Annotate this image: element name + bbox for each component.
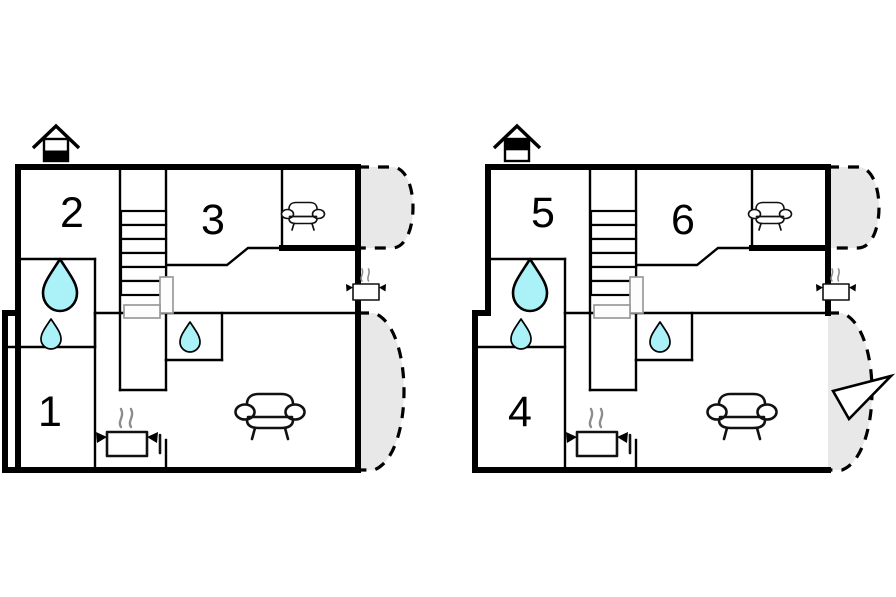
- sofa-icon-lower: [234, 392, 306, 441]
- terrace-arch-upper: [358, 165, 415, 250]
- room-number-4: 4: [508, 388, 532, 436]
- sofa-icon-upper: [280, 201, 326, 231]
- upper-floor-plan: 5 6 4: [472, 123, 896, 473]
- stairs-icon: [589, 209, 638, 297]
- room-number-5: 5: [531, 189, 555, 237]
- sofa-icon-lower: [706, 392, 778, 441]
- ground-floor-plan: 2 3 1: [2, 123, 415, 473]
- cooking-pot-icon-upper: [345, 268, 387, 301]
- sofa-icon-upper: [747, 201, 793, 231]
- cooking-pot-icon-lower: [564, 407, 632, 458]
- door-opening-vertical: [159, 276, 174, 314]
- door-opening-horizontal: [593, 304, 631, 319]
- room-number-1: 1: [38, 388, 62, 436]
- door-opening-vertical: [629, 276, 644, 314]
- house-ground-floor-icon: [31, 123, 81, 163]
- door-opening-horizontal: [123, 304, 161, 319]
- stairs-icon: [119, 209, 168, 297]
- house-upper-floor-icon: [492, 123, 542, 163]
- cooking-pot-icon-upper: [815, 268, 857, 301]
- room-number-2: 2: [60, 189, 84, 237]
- room-number-6: 6: [671, 196, 695, 244]
- water-drop-icon-ensuite: [649, 321, 671, 353]
- water-drop-icon-toilet: [40, 318, 62, 350]
- water-drop-icon-bathroom: [511, 257, 549, 313]
- cooking-pot-icon-lower: [94, 407, 162, 458]
- terrace-arch-upper: [828, 165, 881, 250]
- north-arrow-icon: [831, 373, 896, 422]
- terrace-arch-lower: [358, 311, 406, 472]
- room-number-3: 3: [201, 196, 225, 244]
- water-drop-icon-toilet: [510, 318, 532, 350]
- water-drop-icon-bathroom: [41, 257, 79, 313]
- water-drop-icon-ensuite: [179, 321, 201, 353]
